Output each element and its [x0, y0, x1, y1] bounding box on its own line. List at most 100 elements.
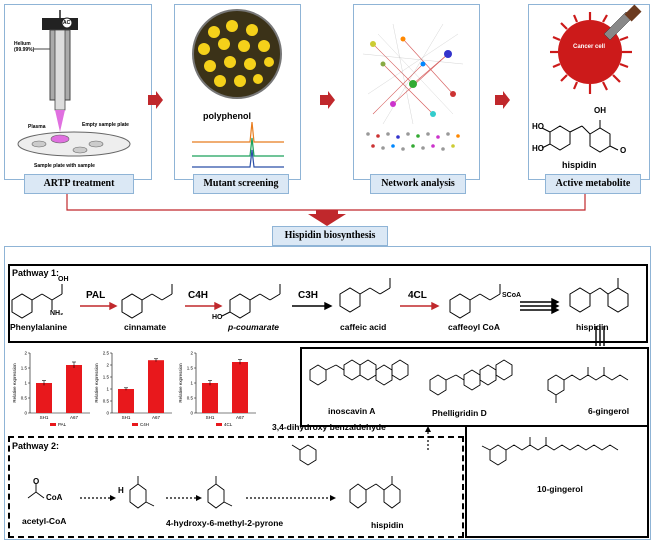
chart-1-category-label: A67 [152, 415, 161, 420]
chart-0-bar-SH1 [36, 383, 52, 413]
compound-acetyl-coa: acetyl-CoA [22, 516, 67, 526]
chart-2-legend-swatch [216, 423, 222, 426]
mutant-label: Mutant screening [193, 174, 289, 194]
derivative-structures [309, 359, 629, 466]
artp-illustration [17, 10, 131, 157]
compound-hispidin-p1: hispidin [576, 322, 609, 332]
polyphenol-label: polyphenol [203, 111, 251, 121]
pathway2-title: Pathway 2: [12, 441, 60, 451]
chart-0-tick-label: 1 [24, 381, 27, 386]
chart-1-tick-label: 1 [106, 387, 109, 392]
p2-coa: CoA [46, 493, 63, 502]
active-oh-label: OH [594, 106, 606, 115]
gingerol-box [465, 425, 649, 538]
compound-p-coumarate: p-coumarate [228, 322, 280, 332]
compound-caffeic-acid: caffeic acid [340, 322, 387, 332]
chart-0-bar-A67 [66, 365, 82, 413]
derivatives-box [300, 347, 649, 427]
chart-1-tick-label: 0 [106, 411, 109, 416]
chart-2-tick-label: 2 [190, 351, 193, 356]
cancer-cell-label: Cancer cell [573, 44, 606, 50]
chart-0-tick-label: 2 [24, 351, 27, 356]
active-illustration [541, 4, 642, 153]
active-o-label: O [620, 146, 627, 155]
p2-o: O [33, 477, 40, 486]
pathway2-box [8, 436, 464, 538]
chart-0-tick-label: 1.5 [21, 366, 28, 371]
chart-1-category-label: SH1 [122, 415, 131, 420]
chart-2-bar-A67 [232, 362, 248, 413]
enzyme-4cl: 4CL [408, 290, 427, 301]
active-ho1-label: HO [532, 122, 544, 131]
mutant-illustration [192, 9, 284, 168]
chart-1-ylabel: Relative expression [94, 363, 99, 403]
network-label: Network analysis [370, 174, 466, 194]
enzyme-pal: PAL [86, 290, 106, 301]
chart-2-category-label: SH1 [206, 415, 215, 420]
chart-2-tick-label: 1 [190, 381, 193, 386]
arrow-down-main [308, 210, 346, 226]
compound-phenylalanine: Phenylalanine [10, 322, 68, 332]
active-compound-label: hispidin [562, 160, 597, 170]
chart-1-legend-swatch [132, 423, 138, 426]
pathway1-title: Pathway 1: [12, 268, 60, 278]
chart-0-tick-label: 0 [24, 411, 27, 416]
chart-1-tick-label: 0.5 [103, 399, 110, 404]
helium-pct-label: (99.99%) [14, 47, 35, 53]
converge-line [66, 194, 586, 211]
chart-0-ylabel: Relative expression [12, 363, 17, 403]
enzyme-c4h: C4H [188, 290, 209, 301]
compound-caffeoyl-coa: caffeoyl CoA [448, 322, 500, 332]
chart-1-tick-label: 2 [106, 363, 109, 368]
compound-benzaldehyde: 3,4-dihydroxy benzaldehyde [272, 422, 386, 432]
chart-0-category-label: SH1 [40, 415, 49, 420]
artp-label: ARTP treatment [24, 174, 134, 194]
compound-hispidin-p2: hispidin [371, 520, 404, 530]
chart-1-bar-A67 [148, 360, 164, 413]
chart-1-legend-label: C4H [140, 422, 149, 427]
chart-2-tick-label: 0 [190, 411, 193, 416]
chart-1-tick-label: 2.5 [103, 351, 110, 356]
compound-6-gingerol: 6-gingerol [588, 406, 630, 416]
chart-0-legend-swatch [50, 423, 56, 426]
chart-2-ylabel: Relative expression [178, 363, 183, 403]
chart-0-category-label: A67 [70, 415, 79, 420]
active-ho2-label: HO [532, 144, 544, 153]
plasma-label: Plasma [28, 124, 46, 130]
helium-label: Helium [14, 41, 31, 47]
pathway2-structures [27, 444, 401, 509]
arrow-right-2 [320, 91, 335, 109]
p1-oh: OH [58, 276, 69, 283]
chart-0-legend-label: PAL [58, 422, 67, 427]
p1-nh2: NH₂ [50, 310, 64, 317]
sample-plate-label: Sample plate with sample [34, 163, 95, 169]
chart-2-tick-label: 1.5 [187, 366, 194, 371]
arrow-right-1 [148, 91, 163, 109]
arrow-right-3 [495, 91, 510, 109]
chart-2-category-label: A67 [236, 415, 245, 420]
p1-scoa: SCoA [502, 292, 522, 299]
panel-arrows [66, 91, 586, 226]
pathway1-box [8, 264, 648, 343]
active-label: Active metabolite [545, 174, 641, 194]
p2-h: H [118, 486, 124, 495]
compound-pyrone: 4-hydroxy-6-methyl-2-pyrone [166, 518, 284, 528]
chart-1-bar-SH1 [118, 389, 134, 413]
chart-0-tick-label: 0.5 [21, 396, 28, 401]
compound-inoscavin-a: inoscavin A [328, 406, 376, 416]
chart-2-tick-label: 0.5 [187, 396, 194, 401]
chart-2-legend-label: 4CL [224, 422, 233, 427]
compound-phelligridin-d: Phelligridin D [432, 408, 487, 418]
pathway1-structures [11, 278, 629, 346]
p1-ho: HO [212, 314, 223, 321]
ac-label: AC [63, 20, 71, 26]
empty-plate-label: Empty sample plate [82, 122, 129, 128]
compound-10-gingerol: 10-gingerol [537, 484, 583, 494]
biosynthesis-banner: Hispidin biosynthesis [272, 226, 388, 246]
main-box [4, 246, 651, 540]
chart-2-bar-SH1 [202, 383, 218, 413]
compound-cinnamate: cinnamate [124, 322, 167, 332]
chart-1-tick-label: 1.5 [103, 375, 110, 380]
enzyme-c3h: C3H [298, 290, 319, 301]
